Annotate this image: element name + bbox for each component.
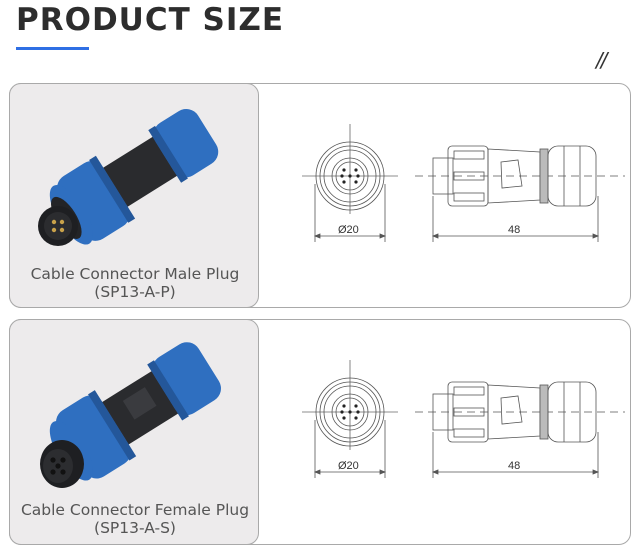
product-model: (SP13-A-P)	[94, 283, 176, 301]
svg-text:48: 48	[508, 460, 520, 472]
product-panel-female: Cable Connector Female Plug (SP13-A-S) Ø…	[9, 319, 631, 545]
svg-text:48: 48	[508, 224, 520, 236]
product-photo-box: Cable Connector Male Plug (SP13-A-P)	[9, 83, 259, 308]
page-title: PRODUCT SIZE	[16, 2, 285, 38]
svg-text:Ø20: Ø20	[338, 224, 359, 236]
dimension-drawing: Ø20 48	[302, 124, 625, 242]
title-underline	[16, 47, 89, 50]
front-view-drawing: Ø20	[302, 124, 398, 242]
product-name: Cable Connector Female Plug	[20, 501, 250, 519]
product-caption: Cable Connector Female Plug (SP13-A-S)	[10, 501, 258, 537]
female-plug-photo	[40, 342, 221, 488]
front-view-drawing: Ø20	[302, 360, 398, 478]
product-name: Cable Connector Male Plug	[30, 265, 240, 283]
corner-slash-mark: //	[596, 48, 608, 72]
product-photo-box: Cable Connector Female Plug (SP13-A-S)	[9, 319, 259, 545]
svg-text:Ø20: Ø20	[338, 460, 359, 472]
product-caption: Cable Connector Male Plug (SP13-A-P)	[10, 265, 258, 301]
side-view-drawing: 48	[415, 145, 625, 242]
product-model: (SP13-A-S)	[94, 519, 176, 537]
male-plug-photo	[38, 108, 219, 246]
dimension-drawing: Ø20 48	[302, 360, 625, 478]
side-view-drawing: 48	[415, 381, 625, 478]
product-panel-male: Cable Connector Male Plug (SP13-A-P) Ø2	[9, 83, 631, 308]
